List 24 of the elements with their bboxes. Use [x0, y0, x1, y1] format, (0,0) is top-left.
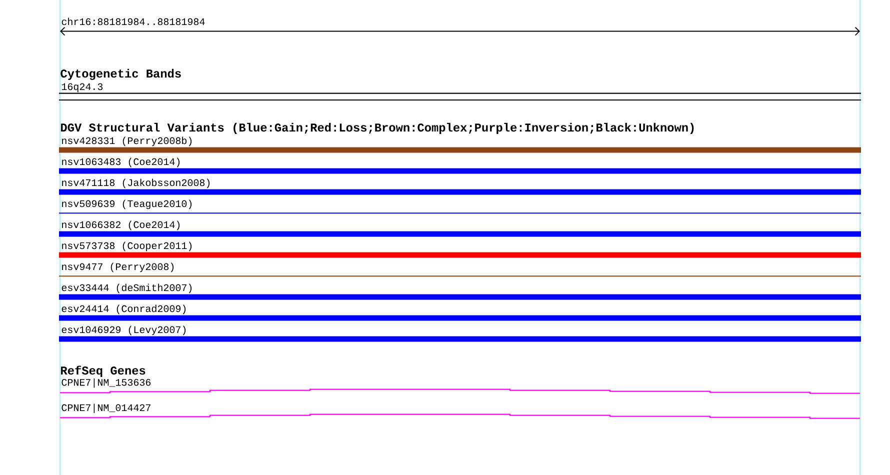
variant-bar: nsv9477 (Perry2008): [58, 262, 862, 277]
variant-bar: nsv471118 (Jakobsson2008): [59, 178, 861, 195]
node-label: nsv1066382 (Coe2014): [62, 220, 180, 230]
track-heading: DGV Structural Variants (Blue:Gain;Red:Loss;Brown:Complex;Purple:Inversion;Black:Unknown): [61, 122, 694, 134]
node-label: nsv428331 (Perry2008b): [62, 136, 192, 146]
node-label: nsv471118 (Jakobsson2008): [62, 178, 210, 188]
variant-bar: esv33444 (deSmith2007): [59, 284, 861, 300]
position-label: chr16:88181984..88181984: [62, 18, 205, 26]
variant-bar: nsv1066382 (Coe2014): [59, 220, 861, 237]
variant-bar: nsv509639 (Teague2010): [58, 200, 862, 214]
gene-feature: CPNE7|NM_153636: [60, 378, 860, 394]
node-label: esv1046929 (Levy2007): [62, 326, 186, 336]
variant-bar: nsv1063483 (Coe2014): [59, 158, 861, 174]
gene-feature: CPNE7|NM_014427: [60, 404, 860, 419]
variant-bar: nsv428331 (Perry2008b): [59, 136, 861, 153]
variant-bar: nsv573738 (Cooper2011): [59, 242, 861, 258]
node-label: nsv1063483 (Coe2014): [62, 158, 180, 168]
variant-bar: esv24414 (Conrad2009): [59, 304, 861, 321]
variant-bar: esv1046929 (Levy2007): [59, 326, 861, 342]
node-label: esv33444 (deSmith2007): [62, 284, 192, 294]
cytoband: 16q24.3: [59, 83, 861, 101]
node-label: esv24414 (Conrad2009): [62, 304, 186, 314]
node-label: nsv573738 (Cooper2011): [62, 242, 192, 252]
track-heading: RefSeq Genes: [61, 366, 146, 377]
